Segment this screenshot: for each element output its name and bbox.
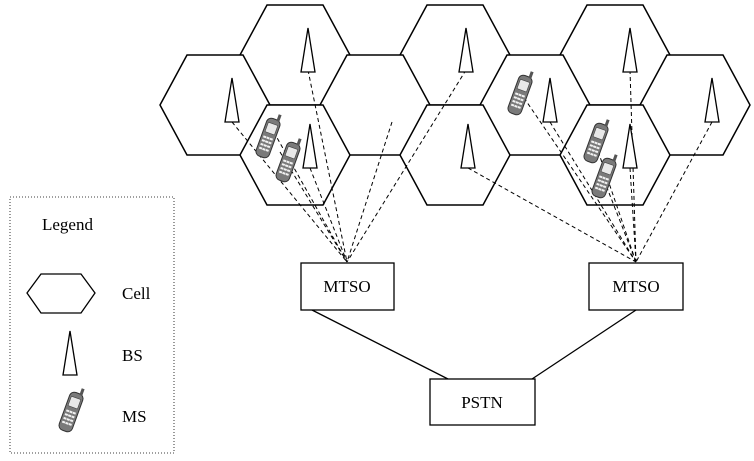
base-stations [224, 27, 720, 169]
mtso-left: MTSO [300, 262, 395, 311]
mtso-label: MTSO [323, 277, 370, 296]
bs-link [635, 121, 713, 263]
cell-grid [159, 4, 751, 206]
bs-link [346, 69, 467, 263]
pstn-label: PSTN [461, 393, 503, 412]
pstn-box [429, 378, 536, 426]
triangle-icon [300, 27, 316, 73]
triangle-icon [224, 77, 240, 123]
legend-label-cell: Cell [122, 284, 151, 303]
legend: Legend Cell BS MS [9, 196, 175, 454]
triangle-icon [458, 27, 474, 73]
triangle-icon [622, 123, 638, 169]
bs-link [309, 167, 348, 263]
triangle-icon [460, 123, 476, 169]
pstn: PSTN [429, 378, 536, 426]
bs-link [549, 121, 637, 263]
bs-link [519, 91, 637, 263]
legend-title: Legend [42, 215, 93, 234]
bs-link [231, 121, 348, 263]
cell [399, 104, 511, 206]
mtso-box [588, 262, 684, 311]
triangle-icon [542, 77, 558, 123]
legend-label-bs: BS [122, 346, 143, 365]
bs-link [307, 69, 348, 263]
triangle-icon [622, 27, 638, 73]
hexagon-icon [26, 273, 96, 314]
mtso-to-pstn-links [311, 309, 637, 380]
legend-label-ms: MS [122, 407, 147, 426]
bs-link [629, 167, 637, 263]
bs-to-mtso-links [231, 69, 713, 263]
trunk-link [311, 309, 449, 380]
bs-link [346, 121, 393, 263]
mtso-box [300, 262, 395, 311]
mtso-label: MTSO [612, 277, 659, 296]
triangle-icon [704, 77, 720, 123]
mtso-right: MTSO [588, 262, 684, 311]
legend-frame [9, 196, 175, 454]
triangle-icon [302, 123, 318, 169]
trunk-link [531, 309, 637, 380]
bs-link [603, 179, 637, 263]
bs-link [266, 119, 348, 263]
triangle-icon [62, 330, 78, 376]
